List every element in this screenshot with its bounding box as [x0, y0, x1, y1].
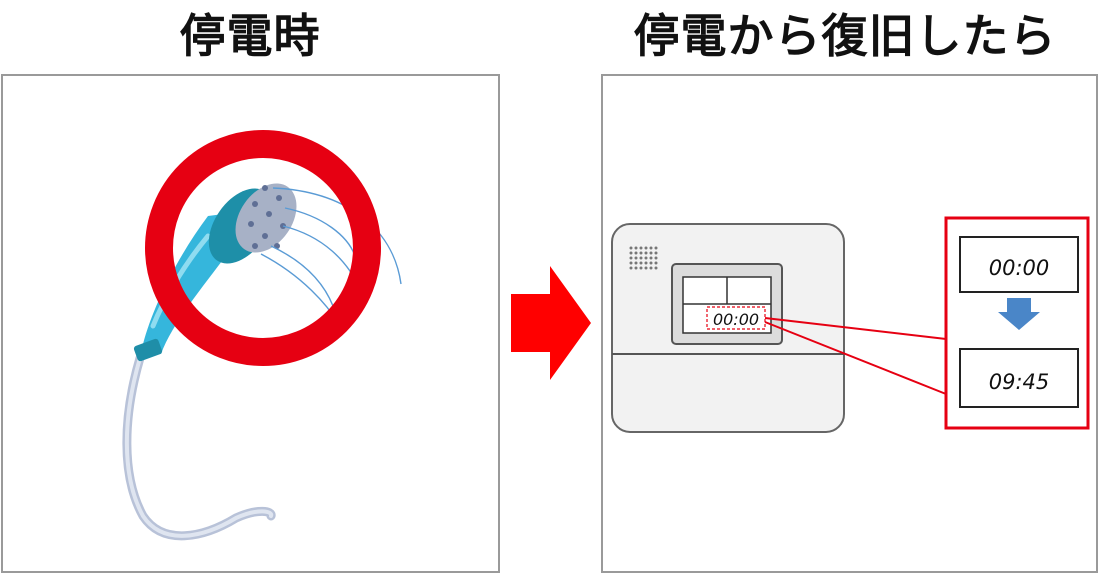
callout-line-top	[764, 317, 947, 340]
remote-time-display: 00:00	[713, 310, 759, 329]
callout-line-bottom	[764, 321, 947, 395]
arrow-right-icon	[511, 266, 591, 380]
right-title: 停電から復旧したら	[633, 9, 1057, 63]
shower-illustration	[122, 130, 402, 541]
speaker-grille	[629, 246, 658, 270]
shower-hose	[122, 353, 276, 541]
shower-face	[235, 183, 297, 253]
power-outage-panel	[1, 74, 500, 573]
before-time-box	[959, 236, 1079, 293]
before-time: 00:00	[989, 256, 1050, 280]
shower-collar	[133, 338, 163, 362]
red-ring-icon	[145, 130, 381, 366]
after-recovery-panel: 00:00 00:00 09:45	[601, 74, 1098, 573]
arrow-down-icon	[998, 298, 1040, 330]
remote-illustration: 00:00 00:00 09:45	[611, 216, 1090, 433]
left-title: 停電時	[179, 9, 321, 63]
after-time: 09:45	[989, 370, 1050, 394]
after-time-box	[959, 348, 1079, 408]
